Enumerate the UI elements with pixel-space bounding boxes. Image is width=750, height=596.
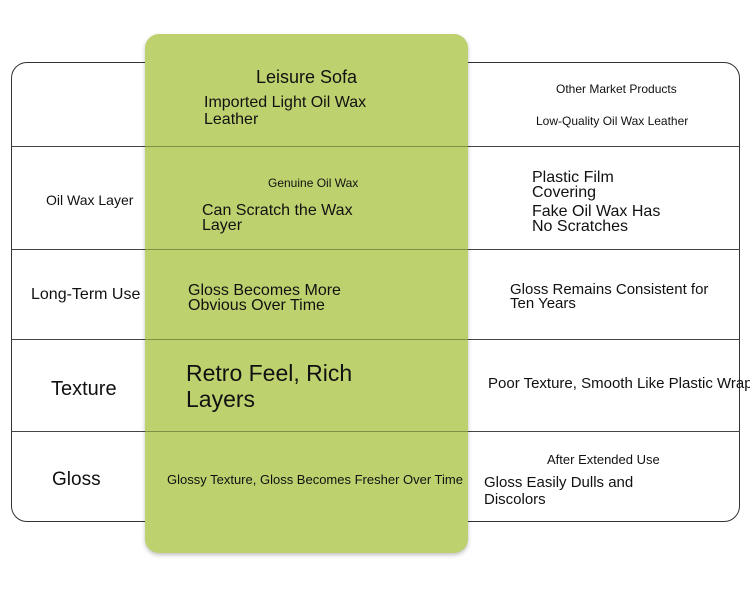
product-subtitle: Imported Light Oil Wax Leather (204, 94, 367, 128)
row-competitor-value: Plastic Film Covering (532, 169, 614, 202)
row-featured-value: Gloss Becomes More Obvious Over Time (188, 282, 341, 315)
row-label: Texture (51, 378, 117, 400)
competitor-title: Other Market Products (556, 82, 677, 96)
product-title: Leisure Sofa (256, 67, 358, 87)
column-divider (145, 431, 468, 432)
row-label: Gloss (52, 469, 101, 490)
row-label: Long-Term Use (31, 286, 141, 303)
featured-product-column (145, 34, 468, 553)
row-note: Genuine Oil Wax (268, 176, 359, 190)
row-note: After Extended Use (547, 452, 660, 467)
column-divider (145, 249, 468, 250)
row-competitor-value: Gloss Remains Consistent for Ten Years (510, 281, 709, 313)
competitor-subtitle: Low-Quality Oil Wax Leather (536, 114, 689, 128)
row-label: Oil Wax Layer (46, 192, 134, 208)
column-divider (145, 339, 468, 340)
row-competitor-value: Poor Texture, Smooth Like Plastic Wrap (488, 376, 750, 392)
row-competitor-value: Gloss Easily Dulls and Discolors (484, 474, 634, 508)
row-featured-value: Can Scratch the Wax Layer (202, 202, 353, 235)
row-featured-value: Glossy Texture, Gloss Becomes Fresher Ov… (167, 472, 463, 487)
column-divider (145, 146, 468, 147)
row-featured-value: Retro Feel, Rich Layers (186, 360, 353, 412)
row-competitor-value: Fake Oil Wax Has No Scratches (532, 203, 661, 236)
competitor-texture-cell: Poor Texture, Smooth Like Plastic Wrap (488, 376, 750, 396)
